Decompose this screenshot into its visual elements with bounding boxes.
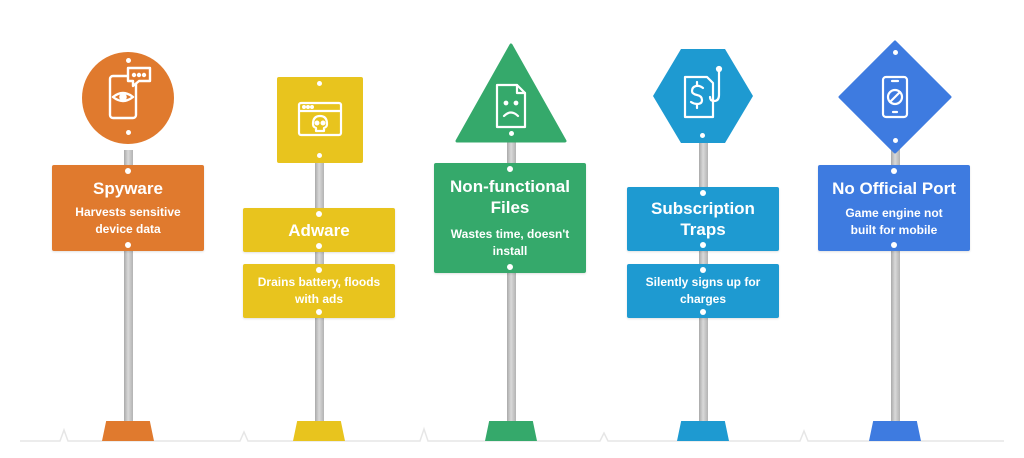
phone-blocked-icon [881, 75, 909, 119]
sign-2-title: Adware [288, 220, 350, 240]
sign-1-panel: Spyware Harvests sensitive device data [52, 165, 204, 251]
sign-2-panel-title: Adware [243, 208, 395, 252]
sign-3-description: Wastes time, doesn't install [450, 227, 570, 258]
sign-4-base [677, 421, 729, 441]
sign-5-description: Game engine not built for mobile [845, 205, 943, 237]
sign-5-topper [838, 40, 952, 154]
sign-3-title: Non-functional Files [450, 177, 570, 217]
sign-1-post [124, 150, 133, 422]
sign-3-post [507, 140, 516, 422]
sign-2-panel-description: Drains battery, floods with ads [243, 264, 395, 318]
sign-5-base [869, 421, 921, 441]
sign-2-topper [277, 77, 363, 163]
sign-1-title: Spyware [93, 179, 163, 198]
sign-5-panel: No Official Port Game engine not built f… [818, 165, 970, 251]
sign-3-panel: Non-functional Files Wastes time, doesn'… [434, 163, 586, 273]
phone-eye-icon [108, 66, 152, 120]
sad-file-icon [495, 83, 527, 129]
sign-5-post [891, 140, 900, 422]
sign-4-title: Subscription Traps [651, 199, 755, 239]
sign-1-description: Harvests sensitive device data [75, 205, 181, 236]
sign-1-base [102, 421, 154, 441]
sign-2-base [293, 421, 345, 441]
browser-window-skull-icon [297, 101, 343, 137]
sign-4-description: Silently signs up for charges [645, 275, 761, 306]
sign-3-base [485, 421, 537, 441]
dollar-hook-icon [683, 65, 723, 119]
sign-1-topper [80, 50, 176, 146]
sign-2-description: Drains battery, floods with ads [257, 275, 381, 306]
sign-5-title: No Official Port [832, 178, 956, 198]
sign-4-panel-description: Silently signs up for charges [627, 264, 779, 318]
sign-3-topper [455, 43, 567, 143]
sign-4-topper [651, 47, 755, 145]
sign-4-panel-title: Subscription Traps [627, 187, 779, 251]
